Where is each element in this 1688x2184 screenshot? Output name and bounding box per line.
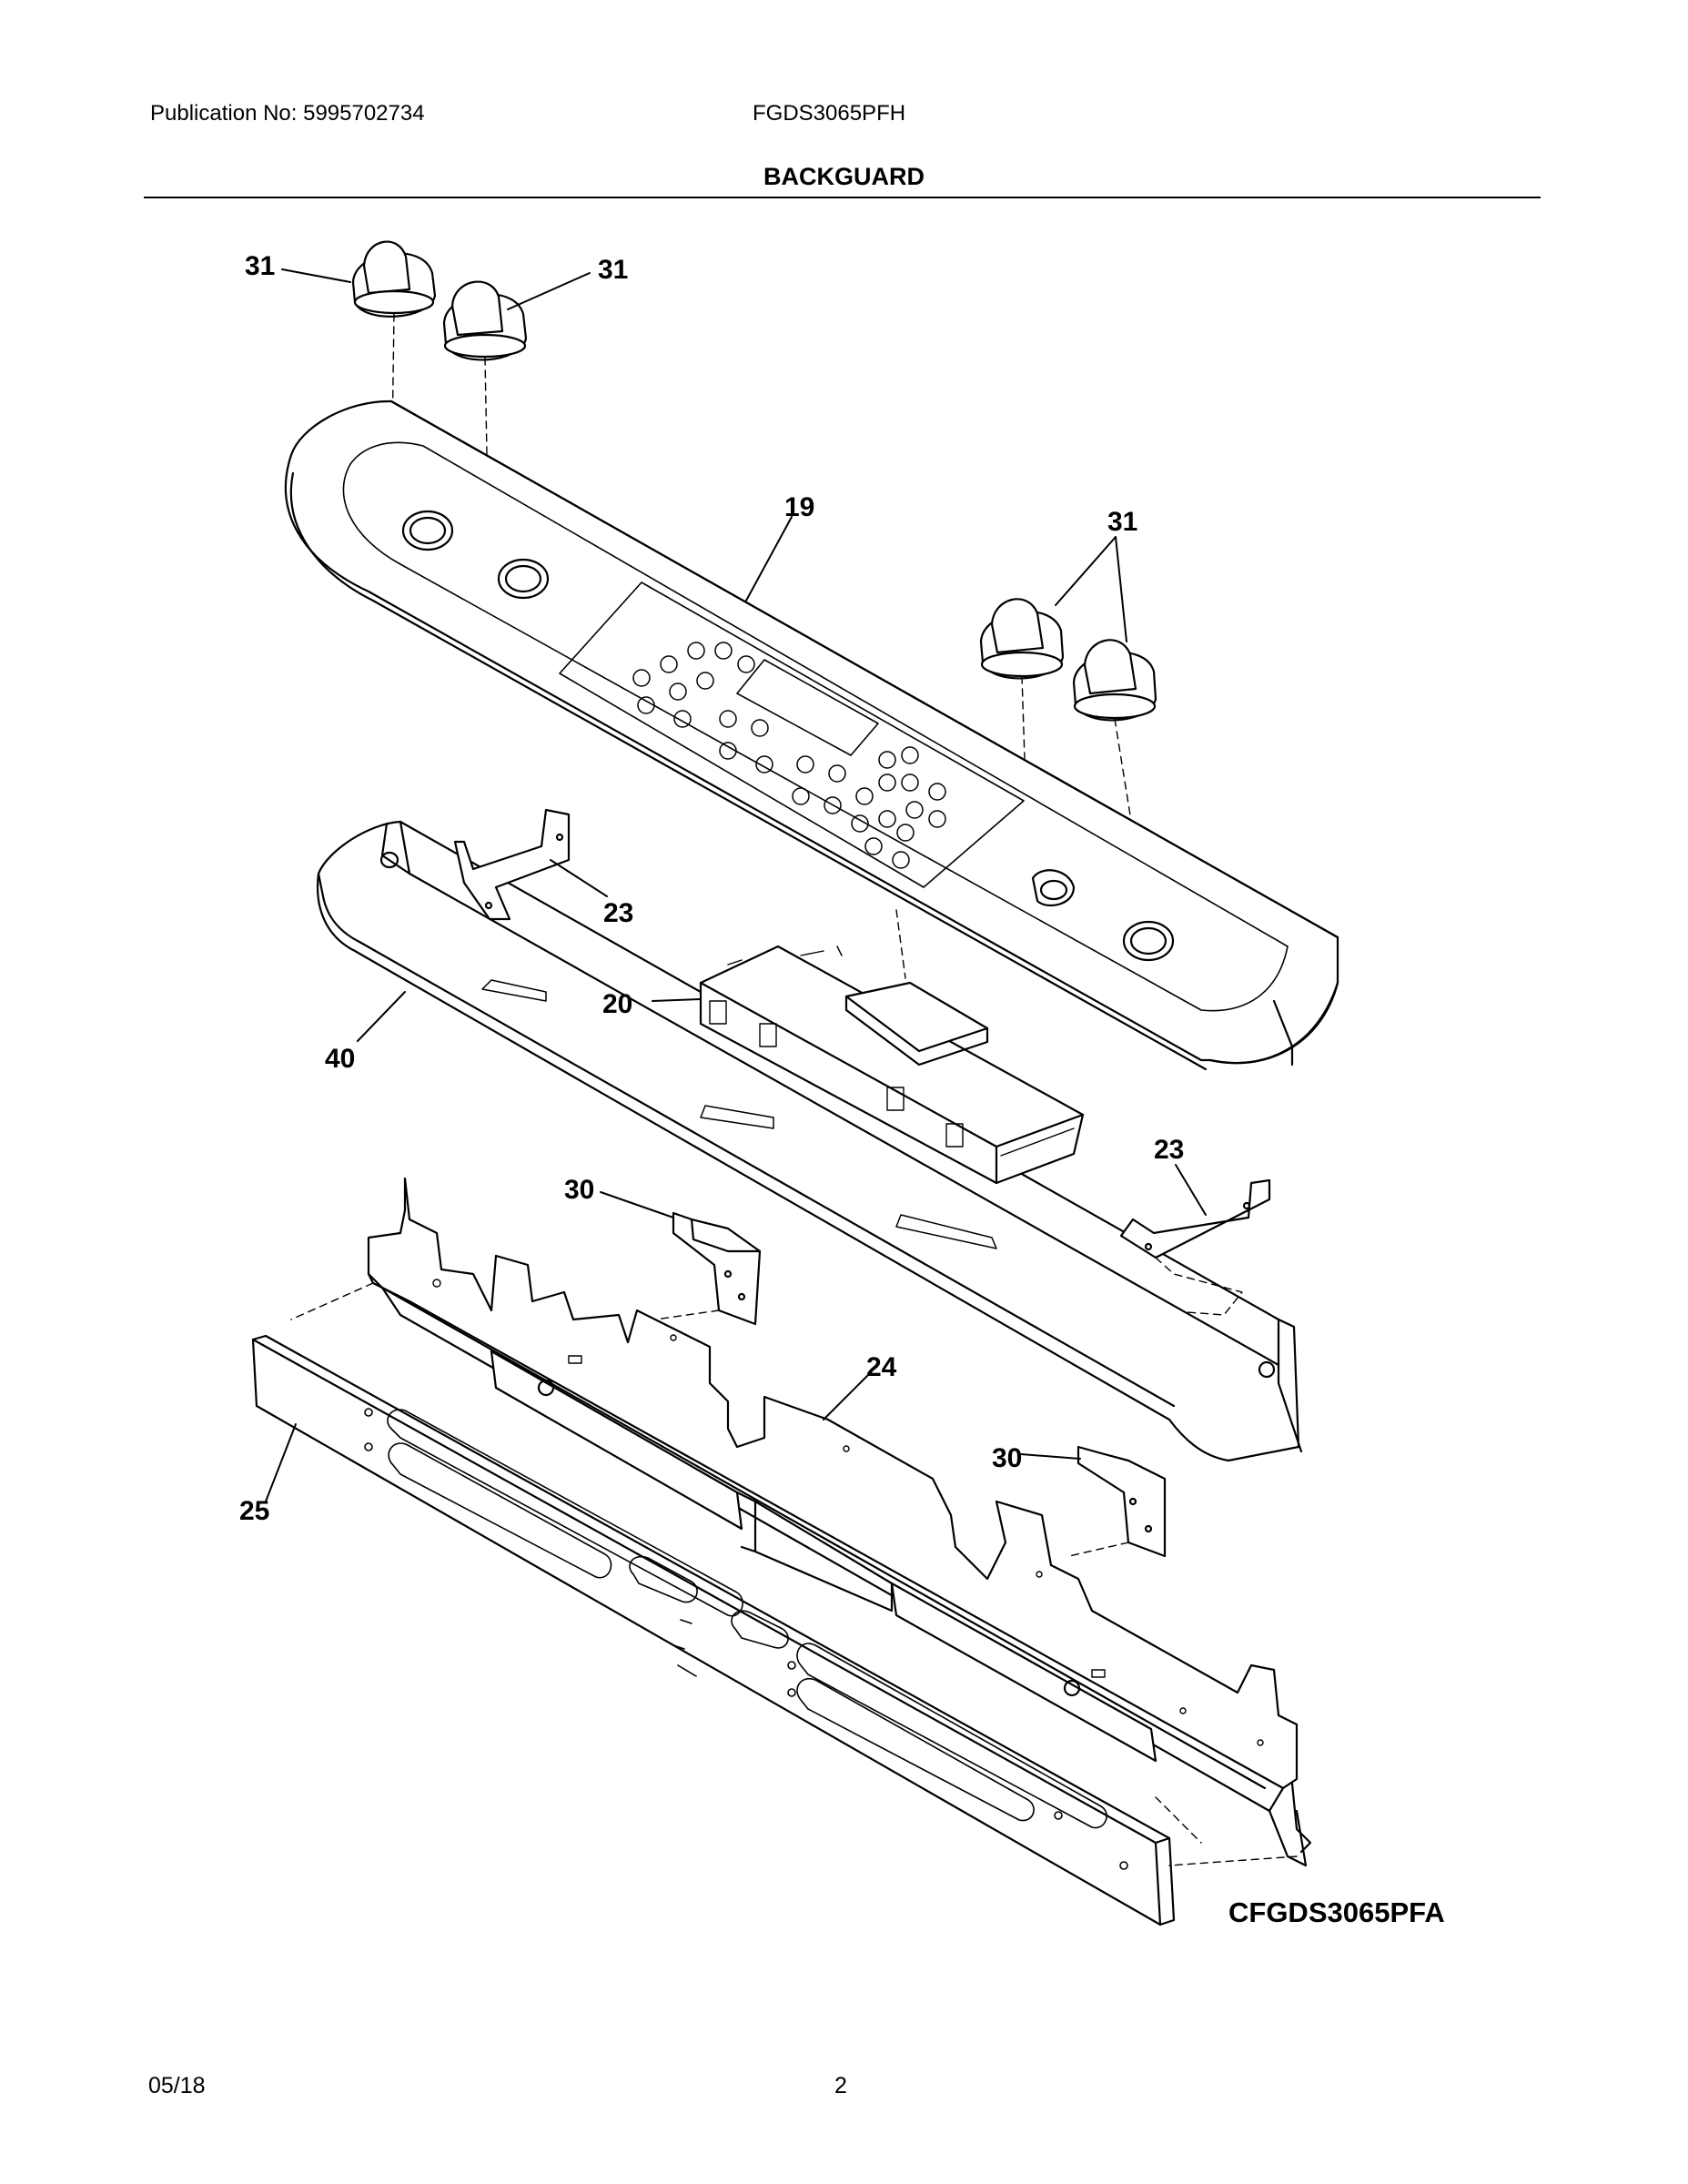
bracket-upper bbox=[453, 808, 571, 921]
control-board bbox=[699, 945, 1085, 1185]
title-rule bbox=[144, 197, 1541, 198]
callout-bracket-30-upper: 30 bbox=[564, 1175, 594, 1205]
callout-knob-1: 31 bbox=[245, 251, 275, 281]
backguard-console bbox=[284, 399, 1339, 1071]
knob-right-lower bbox=[1072, 639, 1157, 722]
end-trim bbox=[317, 820, 1303, 1462]
figure-code: CFGDS3065PFA bbox=[1228, 1896, 1445, 1928]
callout-bracket-upper: 23 bbox=[603, 898, 633, 928]
callout-knob-2: 31 bbox=[598, 255, 628, 285]
model-number: FGDS3065PFH bbox=[753, 101, 906, 126]
publication-number: Publication No: 5995702734 bbox=[150, 101, 425, 126]
knob-right-upper bbox=[979, 598, 1065, 680]
frame-alignment-lines bbox=[290, 1282, 1298, 1866]
bracket-lower bbox=[1119, 1178, 1271, 1259]
callout-knob-3: 31 bbox=[1107, 507, 1137, 537]
bracket-30-lower bbox=[1076, 1445, 1167, 1558]
callout-frame: 24 bbox=[866, 1352, 897, 1382]
leader-lines bbox=[265, 268, 1207, 1502]
callout-control-board: 20 bbox=[602, 989, 632, 1019]
backguard-frame bbox=[367, 1177, 1312, 1867]
callout-bracket-lower: 23 bbox=[1154, 1135, 1184, 1165]
page-title: BACKGUARD bbox=[763, 163, 925, 190]
knob-top-left bbox=[351, 240, 437, 318]
footer-date: 05/18 bbox=[148, 2073, 206, 2098]
knob-top-center bbox=[442, 280, 528, 361]
callout-backguard: 19 bbox=[784, 492, 814, 522]
callout-end-trim: 40 bbox=[325, 1044, 355, 1074]
page-number: 2 bbox=[834, 2073, 847, 2098]
callout-bracket-30-lower: 30 bbox=[992, 1443, 1022, 1473]
bracket-30-upper bbox=[672, 1211, 762, 1326]
front-panel bbox=[251, 1334, 1176, 1926]
callout-front-panel: 25 bbox=[239, 1496, 269, 1526]
